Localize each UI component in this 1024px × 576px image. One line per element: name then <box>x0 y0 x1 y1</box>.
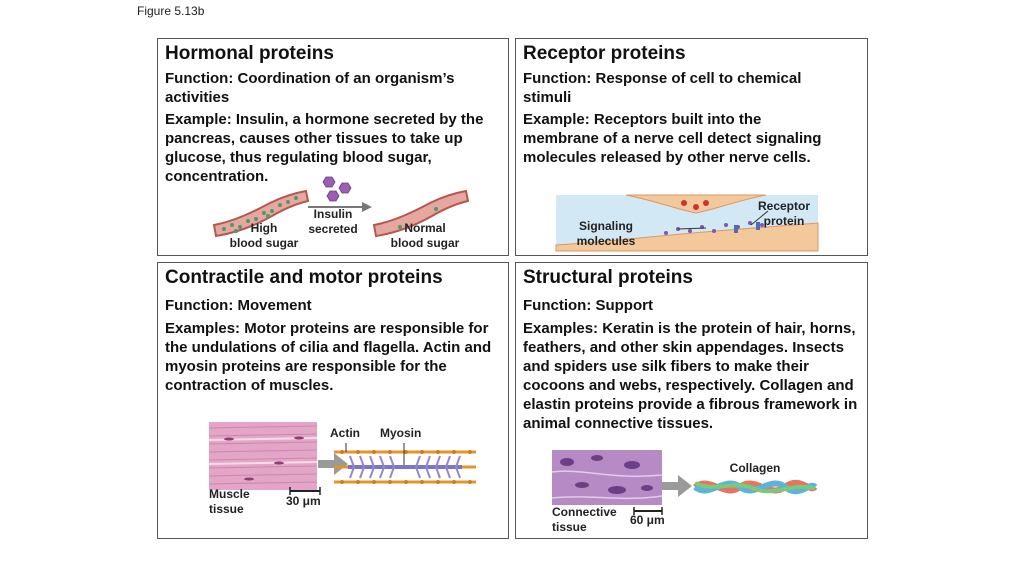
connective-tissue-label: Connective tissue <box>552 505 632 535</box>
label-line: High <box>250 221 278 235</box>
scale-label: 30 μm <box>286 494 321 508</box>
example-text: Examples: Motor proteins are responsible… <box>165 320 492 394</box>
function-text: Function: Support <box>523 297 653 314</box>
panel-title: Receptor proteins <box>523 43 686 64</box>
label-line: blood sugar <box>390 236 460 250</box>
label-line: tissue <box>209 502 244 516</box>
label-line: Normal <box>404 221 446 235</box>
normal-blood-sugar-label: Normal blood sugar <box>380 221 470 251</box>
figure-label: Figure 5.13b <box>137 4 205 18</box>
panel-title: Structural proteins <box>523 267 693 288</box>
myosin-label: Myosin <box>380 426 422 440</box>
function-text: Function: Movement <box>165 297 312 314</box>
collagen-fiber-icon <box>693 479 818 495</box>
high-blood-sugar-label: High blood sugar <box>220 221 308 251</box>
label-line: Connective <box>552 505 617 519</box>
muscle-tissue-label: Muscle tissue <box>209 487 269 517</box>
label-line: secreted <box>308 222 358 236</box>
insulin-secreted-label: Insulin secreted <box>300 207 366 237</box>
example-text: Example: Insulin, a hormone secreted by … <box>165 111 484 185</box>
actin-myosin-filament <box>334 443 476 484</box>
receptor-protein-label: Receptor protein <box>752 199 816 229</box>
nerve-cell-illustration <box>555 194 819 252</box>
actin-label: Actin <box>330 426 360 440</box>
function-text: Function: Coordination of an organism’s … <box>165 70 455 106</box>
arrow-icon <box>308 202 372 212</box>
panel-title: Hormonal proteins <box>165 43 334 64</box>
receptor-panel: Receptor proteins Function: Response of … <box>515 38 868 256</box>
hormonal-panel: Hormonal proteins Function: Coordination… <box>157 38 509 256</box>
function-text: Function: Response of cell to chemical s… <box>523 70 802 106</box>
arrow-icon <box>318 453 348 475</box>
label-line: Insulin <box>313 207 353 221</box>
label-line: tissue <box>552 520 587 534</box>
normal-blood-sugar-vessel <box>372 189 470 238</box>
label-line: protein <box>763 214 805 228</box>
scale-bar <box>289 487 321 495</box>
example-text: Example: Receptors built into the membra… <box>523 111 822 166</box>
high-blood-sugar-vessel <box>212 189 310 238</box>
contractile-panel: Contractile and motor proteins Function:… <box>157 262 509 539</box>
example-text: Examples: Keratin is the protein of hair… <box>523 320 858 432</box>
scale-label: 60 μm <box>630 513 665 527</box>
insulin-molecules-icon <box>322 176 352 202</box>
structural-panel: Structural proteins Function: Support Ex… <box>515 262 868 539</box>
scale-bar <box>633 507 663 515</box>
collagen-label: Collagen <box>729 461 781 475</box>
signaling-molecules-label: Signaling molecules <box>568 219 644 249</box>
label-line: Receptor <box>757 199 810 213</box>
connective-tissue-image <box>551 450 663 505</box>
label-line: blood sugar <box>229 236 299 250</box>
label-line: Signaling <box>579 219 633 233</box>
panel-title: Contractile and motor proteins <box>165 267 443 288</box>
muscle-tissue-image <box>208 422 318 490</box>
label-line: molecules <box>576 234 636 248</box>
label-line: Muscle <box>209 487 250 501</box>
arrow-icon <box>662 475 692 497</box>
